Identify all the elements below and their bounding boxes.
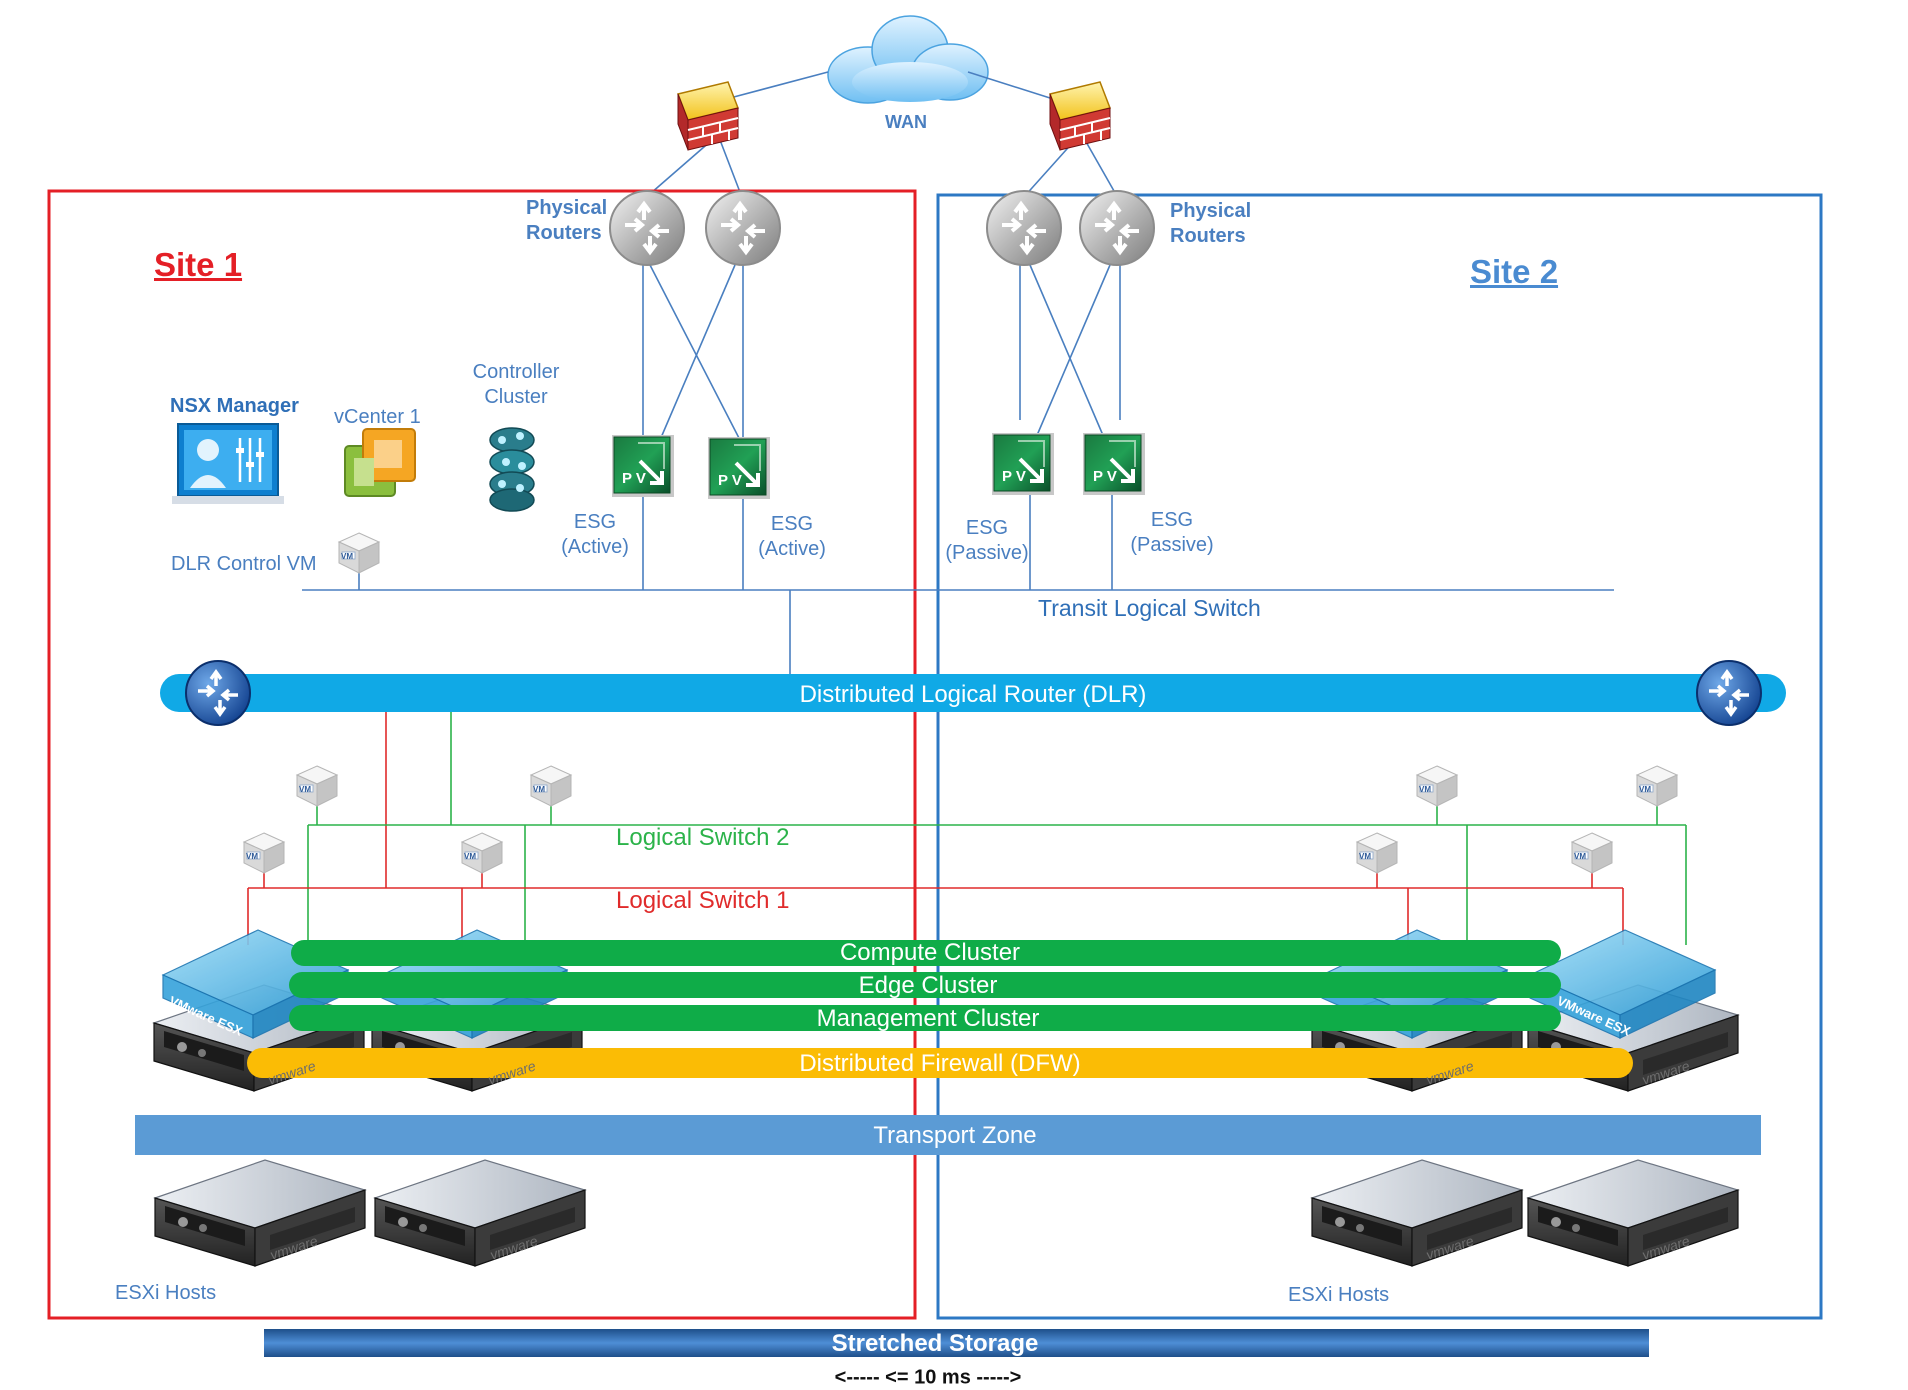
edge-cluster-bar <box>289 972 1561 998</box>
esxi-host-server-icon <box>1527 1159 1739 1267</box>
firewall-left-icon <box>677 81 739 151</box>
edge-cluster-label: Edge Cluster <box>858 972 998 999</box>
transport-zone-label: Transport Zone <box>873 1122 1037 1149</box>
dlr-switch-uplinks <box>385 712 452 888</box>
esg-letters: P V <box>622 470 646 487</box>
vm-badge-label: VM <box>1639 785 1651 794</box>
dlr-router-right-icon <box>1695 659 1763 727</box>
esg-letters: P V <box>718 472 742 489</box>
esg-site1-active-1-icon <box>610 433 676 499</box>
physical-router-3-icon <box>985 189 1063 267</box>
stretched-storage-label: Stretched Storage <box>831 1330 1039 1357</box>
stretched-storage-bar <box>264 1329 1649 1357</box>
vm-badge-label: VM <box>246 852 258 861</box>
logical-switch-2-label: Logical Switch 2 <box>616 824 790 851</box>
dlr-control-vm-label: DLR Control VM <box>171 553 317 575</box>
site2-esxi-hosts-label: ESXi Hosts <box>1288 1284 1390 1306</box>
management-cluster-bar <box>289 1005 1561 1031</box>
site1-physical-routers-label: Physical Routers <box>526 197 608 244</box>
esxi-host-server-icon <box>374 1159 586 1267</box>
site2-title: Site 2 <box>1470 253 1559 290</box>
wan-label: WAN <box>885 112 927 132</box>
site1-title: Site 1 <box>154 246 243 283</box>
vcenter-icon <box>344 428 416 497</box>
logical-switch-2-lines <box>307 795 1687 945</box>
nsx-manager-label: NSX Manager <box>170 395 299 417</box>
site1-esxi-hosts-label: ESXi Hosts <box>115 1282 217 1304</box>
esg-letters: P V <box>1002 468 1026 485</box>
dfw-bar <box>247 1048 1633 1078</box>
wan-cloud-icon <box>827 15 989 104</box>
esxi-host-server-icon <box>154 1159 366 1267</box>
vm-badge-label: VM <box>299 785 311 794</box>
vm-badge-label: VM <box>533 785 545 794</box>
logical-switch-1-label: Logical Switch 1 <box>616 887 790 914</box>
transit-logical-switch-label: Transit Logical Switch <box>1038 595 1261 621</box>
router-esg-links <box>642 264 1121 590</box>
management-cluster-label: Management Cluster <box>816 1005 1040 1032</box>
firewall-right-icon <box>1049 81 1111 151</box>
esg-site2-passive-2-icon <box>1081 431 1147 497</box>
site2-physical-routers-label: Physical Routers <box>1170 200 1252 247</box>
dlr-router-left-icon <box>184 659 252 727</box>
physical-router-4-icon <box>1078 189 1156 267</box>
site2-boundary <box>936 193 1823 1320</box>
physical-router-2-icon <box>704 189 782 267</box>
transport-zone-bar <box>135 1115 1761 1155</box>
esg-site1-label-1: ESG (Active) <box>561 511 629 558</box>
esg-site2-passive-1-icon <box>990 431 1056 497</box>
site1-boundary <box>47 189 917 1320</box>
vm-badge-label: VM <box>464 852 476 861</box>
dfw-label: Distributed Firewall (DFW) <box>799 1050 1081 1077</box>
physical-router-1-icon <box>608 189 686 267</box>
esg-site1-active-2-icon <box>706 435 772 501</box>
vm-badge-label: VM <box>1359 852 1371 861</box>
esxi-host-server-icon <box>1311 1159 1523 1267</box>
dlr-bar <box>160 674 1786 712</box>
controller-cluster-label: Controller Cluster <box>472 361 560 408</box>
controller-cluster-icon <box>489 427 535 512</box>
vm-badge-label: VM <box>341 552 353 561</box>
transit-logical-switch-line <box>302 570 1614 674</box>
esg-letters: P V <box>1093 468 1117 485</box>
esg-site1-label-2: ESG (Active) <box>758 513 826 560</box>
vm-badge-label: VM <box>1574 852 1586 861</box>
latency-label: <----- <= 10 ms -----> <box>834 1366 1022 1389</box>
compute-cluster-label: Compute Cluster <box>839 939 1021 966</box>
vm-badge-label: VM <box>1419 785 1431 794</box>
esg-site2-label-2: ESG (Passive) <box>1130 509 1214 556</box>
dlr-label: Distributed Logical Router (DLR) <box>799 681 1147 708</box>
vcenter-label: vCenter 1 <box>334 406 421 428</box>
compute-cluster-bar <box>291 940 1561 966</box>
esg-site2-label-1: ESG (Passive) <box>945 517 1029 564</box>
nsx-manager-icon <box>172 423 284 504</box>
